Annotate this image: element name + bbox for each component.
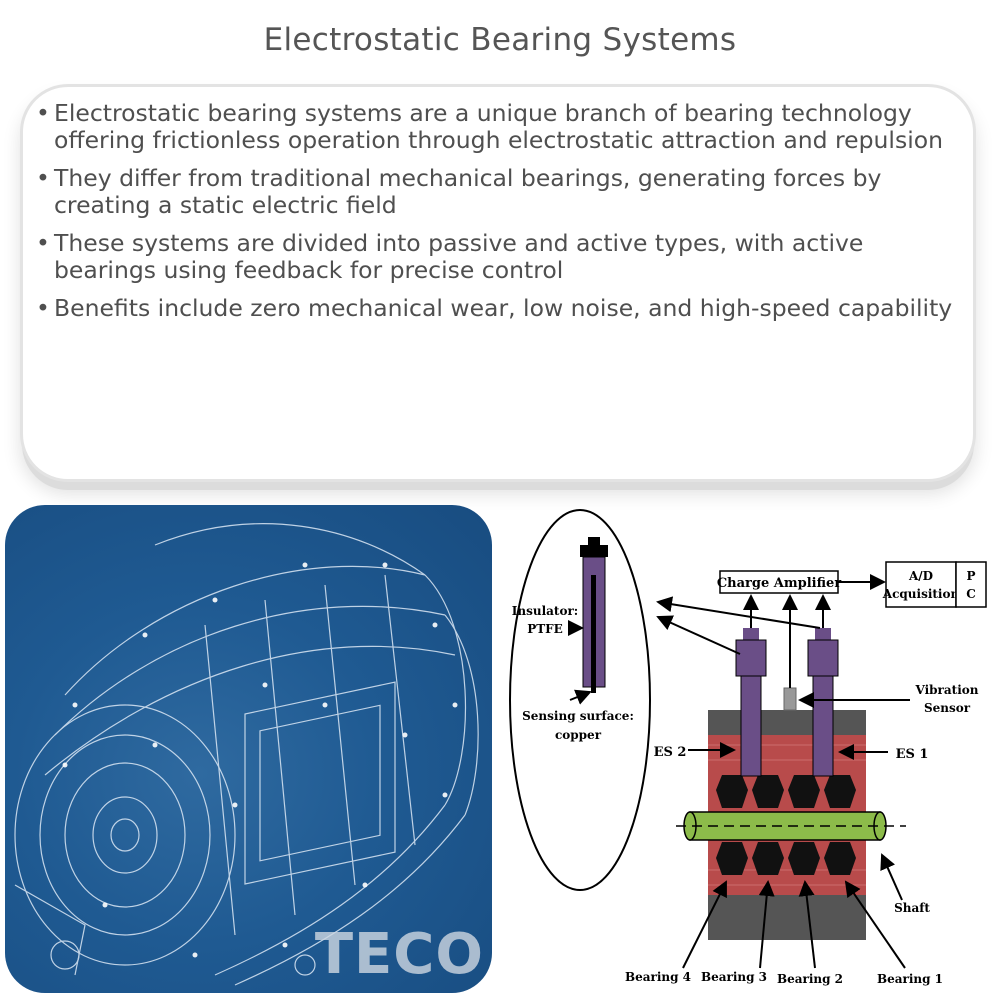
ad-label: A/D (908, 569, 933, 583)
ad-acquisition-box (885, 561, 957, 608)
shaft (689, 811, 881, 841)
bullet-text: Benefits include zero mechanical wear, l… (54, 294, 953, 322)
sensor-head (580, 545, 608, 557)
acquisition-label: Acquisition (882, 587, 960, 601)
sensing-surface-label: Sensing surface: (522, 709, 634, 723)
es2-electrode (740, 675, 762, 777)
motor-wireframe-drawing (14, 523, 479, 986)
bullet-item: •Electrostatic bearing systems are a uni… (34, 100, 969, 154)
es1-electrode (812, 675, 834, 777)
bearing-rig-diagram: Insulator: PTFE Sensing surface: copper … (509, 509, 987, 986)
copper-sensing-rod (591, 575, 596, 693)
es2-cap (743, 628, 759, 642)
bearing-elements (716, 775, 856, 875)
vibration-sensor (783, 687, 797, 711)
bullet-text: They differ from traditional mechanical … (54, 164, 882, 219)
bullet-list: •Electrostatic bearing systems are a uni… (34, 100, 969, 333)
es2-head (735, 639, 767, 677)
es1-cap (815, 628, 831, 642)
bullet-text: These systems are divided into passive a… (54, 229, 864, 284)
pc-label-c: C (966, 587, 976, 601)
es1-head (807, 639, 839, 677)
bullet-item: •Benefits include zero mechanical wear, … (34, 295, 969, 322)
motor-wireframe-image: TECO (5, 505, 492, 993)
bullet-item: •These systems are divided into passive … (34, 230, 969, 284)
sensor-detail-ellipse (509, 509, 651, 891)
sensing-arrow (569, 689, 592, 705)
vibration-label: Vibration (915, 683, 979, 697)
page-title: Electrostatic Bearing Systems (263, 22, 737, 58)
bullet-dot: • (36, 99, 50, 127)
es1-label: ES 1 (896, 747, 929, 762)
ptfe-label: PTFE (527, 622, 563, 636)
bullet-dot: • (36, 294, 50, 322)
bearing1-label: Bearing 1 (877, 972, 943, 986)
bullet-text: Electrostatic bearing systems are a uniq… (54, 99, 944, 154)
teco-logo: TECO (314, 922, 484, 987)
sensor-label: Sensor (924, 701, 971, 715)
charge-amplifier-label: Charge Amplifier (717, 576, 841, 591)
bearing2-label: Bearing 2 (777, 972, 843, 986)
pc-box (955, 561, 987, 608)
shaft-label: Shaft (894, 901, 930, 915)
bullet-card (20, 84, 976, 482)
pc-label-p: P (966, 569, 975, 583)
es2-label: ES 2 (654, 745, 687, 760)
copper-label: copper (555, 728, 602, 742)
bearing3-label: Bearing 3 (701, 970, 767, 984)
bullet-dot: • (36, 229, 50, 257)
sensor-cap (588, 537, 600, 545)
insulator-label: Insulator: (512, 604, 578, 618)
bullet-item: •They differ from traditional mechanical… (34, 165, 969, 219)
bullet-dot: • (36, 164, 50, 192)
bearing4-label: Bearing 4 (625, 970, 691, 984)
